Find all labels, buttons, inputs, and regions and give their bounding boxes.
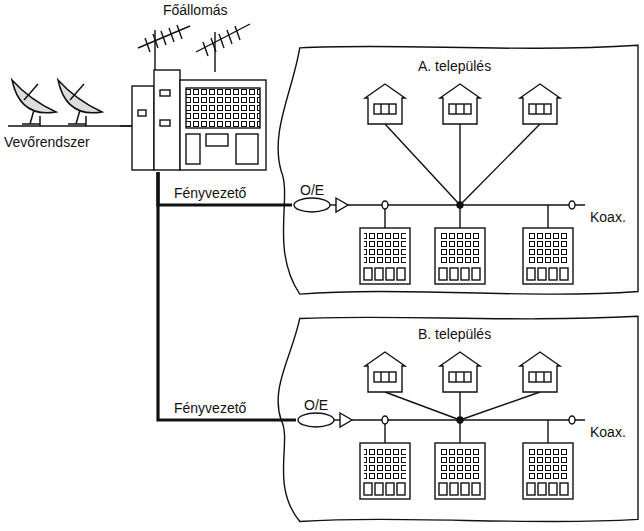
coax-label: Koax. — [590, 424, 626, 440]
optical-converter: O/E — [296, 397, 336, 429]
fiber-line — [158, 172, 292, 205]
optical-converter: O/E — [292, 182, 332, 214]
edge-label: Fényvezető — [172, 400, 248, 416]
coax-label: Koax. — [590, 209, 626, 225]
edge-label: Fényvezető — [172, 185, 248, 201]
settlement-network — [334, 352, 585, 499]
satellite-dishes — [8, 80, 132, 126]
settlement-region: A. településO/E — [270, 40, 642, 302]
region-outline — [270, 40, 642, 302]
headend-station: Főállomás — [120, 0, 270, 172]
node-label: A. település — [418, 58, 491, 74]
node-label: O/E — [300, 182, 324, 198]
receiver-label: Vevőrendszer — [4, 134, 90, 150]
yagi-antennas — [138, 24, 250, 72]
node-label: O/E — [304, 397, 328, 413]
node-label: Főállomás — [163, 2, 228, 18]
fiber-line — [158, 172, 296, 420]
settlement-network — [330, 84, 585, 284]
settlement-region: B. településO/E — [270, 312, 642, 528]
headend-building — [120, 70, 266, 170]
node-label: B. település — [418, 326, 491, 342]
